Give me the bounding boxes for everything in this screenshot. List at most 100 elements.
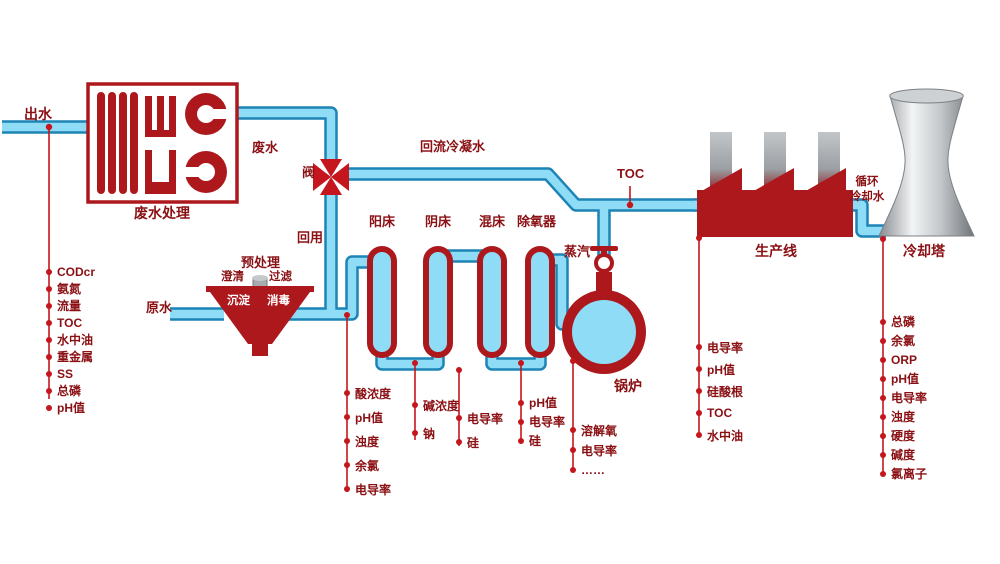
label-production-line: 生产线 xyxy=(755,243,797,259)
params-production-line: 电导率 pH值 硅酸根 TOC 水中油 xyxy=(696,336,743,446)
valve-wing xyxy=(320,159,342,177)
ion-exchange-vessels xyxy=(367,246,555,358)
param-item: 钠 xyxy=(412,419,459,447)
param-label: 碱浓度 xyxy=(423,398,460,413)
screen-bar xyxy=(130,92,138,194)
param-item: 电导率 xyxy=(696,336,743,358)
param-item: 水中油 xyxy=(46,331,95,348)
param-label: 余氯 xyxy=(355,458,380,473)
param-label: 电导率 xyxy=(355,482,392,497)
bullet-dot-icon xyxy=(518,418,524,425)
bullet-dot-icon xyxy=(880,413,886,420)
label-toc-point: TOC xyxy=(617,166,645,181)
param-label: 氯离子 xyxy=(891,467,928,481)
comb-tooth xyxy=(157,96,164,136)
param-item: 浊度 xyxy=(344,429,391,453)
tower-shell xyxy=(878,95,975,237)
bullet-dot-icon xyxy=(570,427,576,433)
steam-valve-body xyxy=(594,253,614,273)
screen-bar xyxy=(119,92,127,194)
bullet-dot-icon xyxy=(46,268,52,275)
pipe-condensate-return xyxy=(347,174,697,205)
deaerator-core xyxy=(531,252,549,352)
param-item: 硅 xyxy=(518,431,565,450)
param-label: 硅 xyxy=(529,434,542,448)
param-item: …… xyxy=(570,460,617,480)
param-label: 浊度 xyxy=(891,410,916,424)
mixed-bed-core xyxy=(483,252,501,352)
param-label: 余氯 xyxy=(891,334,916,348)
param-label: 酸浓度 xyxy=(355,386,392,401)
param-label: 电导率 xyxy=(891,391,928,405)
param-item: 流量 xyxy=(46,297,95,314)
param-label: SS xyxy=(57,366,74,381)
agitator-top xyxy=(252,275,268,281)
label-anion-bed: 阴床 xyxy=(425,214,452,229)
param-item: 水中油 xyxy=(696,424,743,446)
param-item: 硅 xyxy=(456,430,503,454)
bullet-dot-icon xyxy=(46,319,52,326)
tap-dot xyxy=(518,360,524,366)
bullet-dot-icon xyxy=(880,451,886,458)
label-mixed-bed: 混床 xyxy=(479,214,506,229)
bullet-dot-icon xyxy=(344,438,350,444)
clarifier-icon xyxy=(206,275,314,356)
clarifier-disc-gap xyxy=(183,167,206,177)
param-item: ORP xyxy=(880,350,927,369)
tap-dot xyxy=(456,367,462,373)
bullet-dot-icon xyxy=(518,399,524,406)
param-label: 浊度 xyxy=(355,434,380,449)
label-sediment: 沉淀 xyxy=(227,295,250,307)
bullet-dot-icon xyxy=(880,337,886,344)
bullet-dot-icon xyxy=(456,415,462,421)
params-mixed-bed: 电导率 硅 xyxy=(456,406,503,454)
param-label: 总磷 xyxy=(57,384,82,398)
bullet-dot-icon xyxy=(344,414,350,420)
param-label: 重金属 xyxy=(57,350,94,364)
valve-wing xyxy=(313,163,331,191)
bullet-dot-icon xyxy=(570,467,576,473)
label-wastewater-treatment: 废水处理 xyxy=(134,205,190,221)
bullet-dot-icon xyxy=(344,486,350,492)
bullet-dot-icon xyxy=(412,430,418,436)
clarifier-foot xyxy=(252,344,268,356)
label-valve: 阀 xyxy=(302,165,316,180)
param-item: 溶解氧 xyxy=(570,420,617,440)
params-cooling-tower: 总磷 余氯 ORP pH值 电导率 浊度 xyxy=(880,312,927,483)
param-label: 电导率 xyxy=(529,415,566,429)
param-label: CODcr xyxy=(57,264,96,279)
label-boiler: 锅炉 xyxy=(614,378,642,394)
label-return-condensate: 回流冷凝水 xyxy=(420,139,486,154)
param-item: TOC xyxy=(46,314,95,331)
factory-building xyxy=(697,190,853,237)
param-item: 酸浓度 xyxy=(344,381,391,405)
clarifier-rim xyxy=(206,286,314,292)
params-anion-bed: 碱浓度 钠 xyxy=(412,391,459,447)
bullet-dot-icon xyxy=(46,387,52,394)
param-label: 水中油 xyxy=(57,333,94,347)
bullet-dot-icon xyxy=(46,353,52,360)
param-item: 重金属 xyxy=(46,348,95,365)
param-item: 总磷 xyxy=(880,312,927,331)
bullet-dot-icon xyxy=(880,432,886,439)
bullet-dot-icon xyxy=(880,356,886,363)
clarifier-funnel xyxy=(210,292,310,344)
cation-bed-core xyxy=(373,252,391,352)
label-reuse: 回用 xyxy=(297,230,324,245)
param-item: 碱浓度 xyxy=(412,391,459,419)
label-cooling-water: 冷却水 xyxy=(849,190,885,203)
bullet-dot-icon xyxy=(518,437,524,444)
param-item: CODcr xyxy=(46,263,95,280)
screen-bar xyxy=(97,92,105,194)
bullet-dot-icon xyxy=(696,432,702,438)
param-label: pH值 xyxy=(57,401,85,415)
boiler-icon xyxy=(562,246,646,374)
param-item: 余氯 xyxy=(880,331,927,350)
comb-base xyxy=(145,130,176,137)
anion-bed-core xyxy=(429,252,447,352)
valve-wing xyxy=(331,163,349,191)
steam-valve-handle xyxy=(590,246,618,251)
tap-dot xyxy=(570,358,576,364)
bullet-dot-icon xyxy=(46,302,52,309)
